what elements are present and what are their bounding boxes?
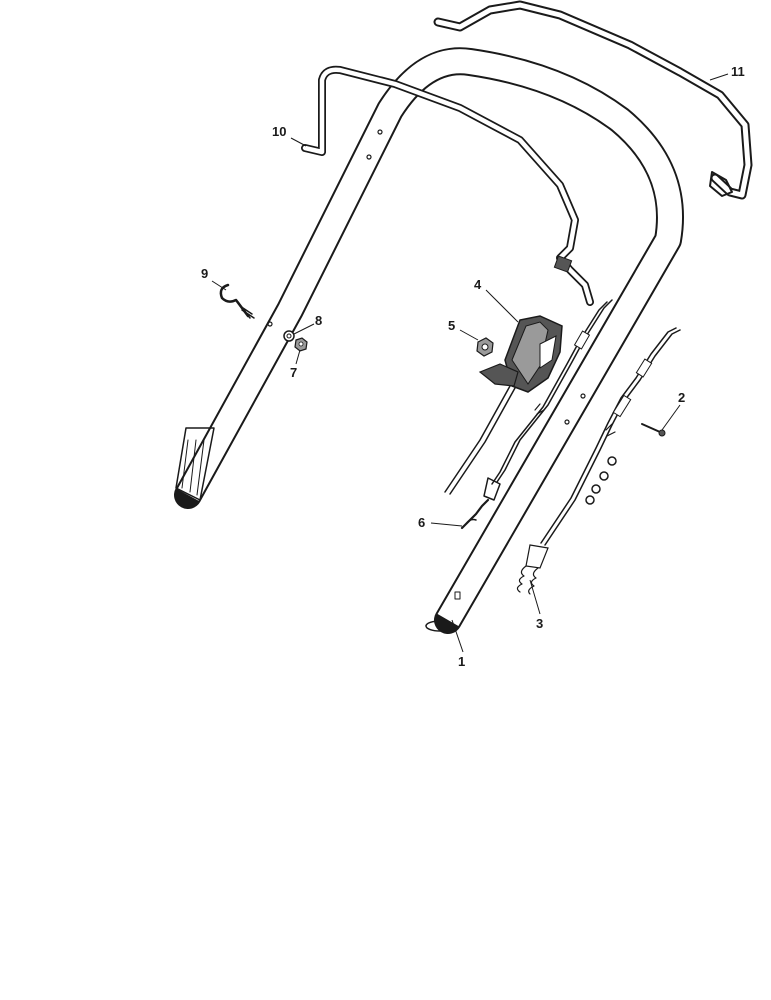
callout-5: 5 <box>448 318 455 333</box>
part-9-hook-bolt <box>219 283 255 319</box>
part-6-cable-clip <box>460 498 490 530</box>
part-1-handle-tube <box>174 47 684 634</box>
callout-3: 3 <box>536 616 543 631</box>
callout-10: 10 <box>272 124 286 139</box>
part-7-nut <box>294 337 308 352</box>
callout-leaders <box>211 73 729 653</box>
part-11-upper-bail <box>433 0 753 200</box>
callout-1: 1 <box>458 654 465 669</box>
callout-9: 9 <box>201 266 208 281</box>
cable-washers <box>585 456 617 505</box>
upper-cable <box>444 299 613 501</box>
callout-8: 8 <box>315 313 322 328</box>
callout-6: 6 <box>418 515 425 530</box>
part-8-washer <box>283 330 295 342</box>
callout-2: 2 <box>678 390 685 405</box>
callout-4: 4 <box>474 277 482 292</box>
callout-11: 11 <box>731 64 745 79</box>
part-5-nut <box>476 337 494 357</box>
part-2-screw <box>641 423 666 437</box>
part-4-control-housing <box>478 315 563 393</box>
part-3-lower-cable <box>516 327 681 595</box>
part-10-lower-bail <box>301 65 594 306</box>
callout-7: 7 <box>290 365 297 380</box>
callout-labels: 1 2 3 4 5 6 7 8 9 10 11 <box>201 64 745 669</box>
